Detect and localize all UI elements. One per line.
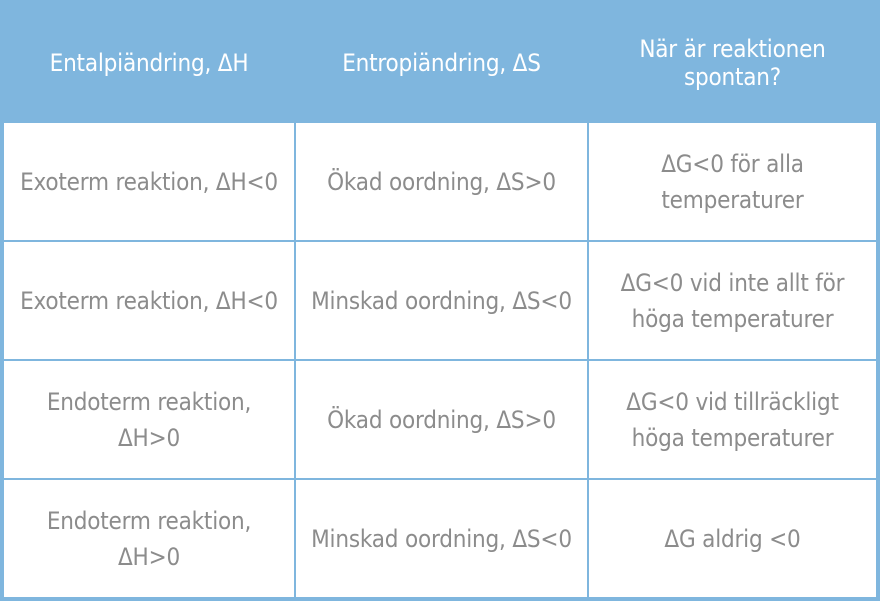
cell-enthalpy: Endoterm reaktion, ΔH>0 [2, 478, 296, 599]
table-row: Exoterm reaktion, ΔH<0 Ökad oordning, ΔS… [2, 121, 878, 242]
cell-entropy: Minskad oordning, ΔS<0 [294, 240, 589, 361]
cell-entropy: Minskad oordning, ΔS<0 [294, 478, 589, 599]
table-row: Exoterm reaktion, ΔH<0 Minskad oordning,… [2, 240, 878, 361]
header-enthalpy: Entalpiändring, ΔH [2, 2, 296, 123]
cell-enthalpy: Exoterm reaktion, ΔH<0 [2, 240, 296, 361]
cell-spontaneity: ΔG<0 för alla temperaturer [587, 121, 878, 242]
cell-entropy: Ökad oordning, ΔS>0 [294, 121, 589, 242]
header-spontaneous: När är reaktionen spontan? [587, 2, 878, 123]
cell-enthalpy: Endoterm reaktion, ΔH>0 [2, 359, 296, 480]
cell-spontaneity: ΔG aldrig <0 [587, 478, 878, 599]
cell-spontaneity: ΔG<0 vid tillräckligt höga temperaturer [587, 359, 878, 480]
cell-spontaneity: ΔG<0 vid inte allt för höga temperaturer [587, 240, 878, 361]
table-row: Endoterm reaktion, ΔH>0 Minskad oordning… [2, 478, 878, 599]
cell-enthalpy: Exoterm reaktion, ΔH<0 [2, 121, 296, 242]
header-entropy: Entropiändring, ΔS [294, 2, 589, 123]
table-body: Exoterm reaktion, ΔH<0 Ökad oordning, ΔS… [2, 121, 878, 599]
table-header: Entalpiändring, ΔH Entropiändring, ΔS Nä… [2, 2, 878, 123]
table-row: Endoterm reaktion, ΔH>0 Ökad oordning, Δ… [2, 359, 878, 480]
cell-entropy: Ökad oordning, ΔS>0 [294, 359, 589, 480]
header-row: Entalpiändring, ΔH Entropiändring, ΔS Nä… [2, 2, 878, 123]
